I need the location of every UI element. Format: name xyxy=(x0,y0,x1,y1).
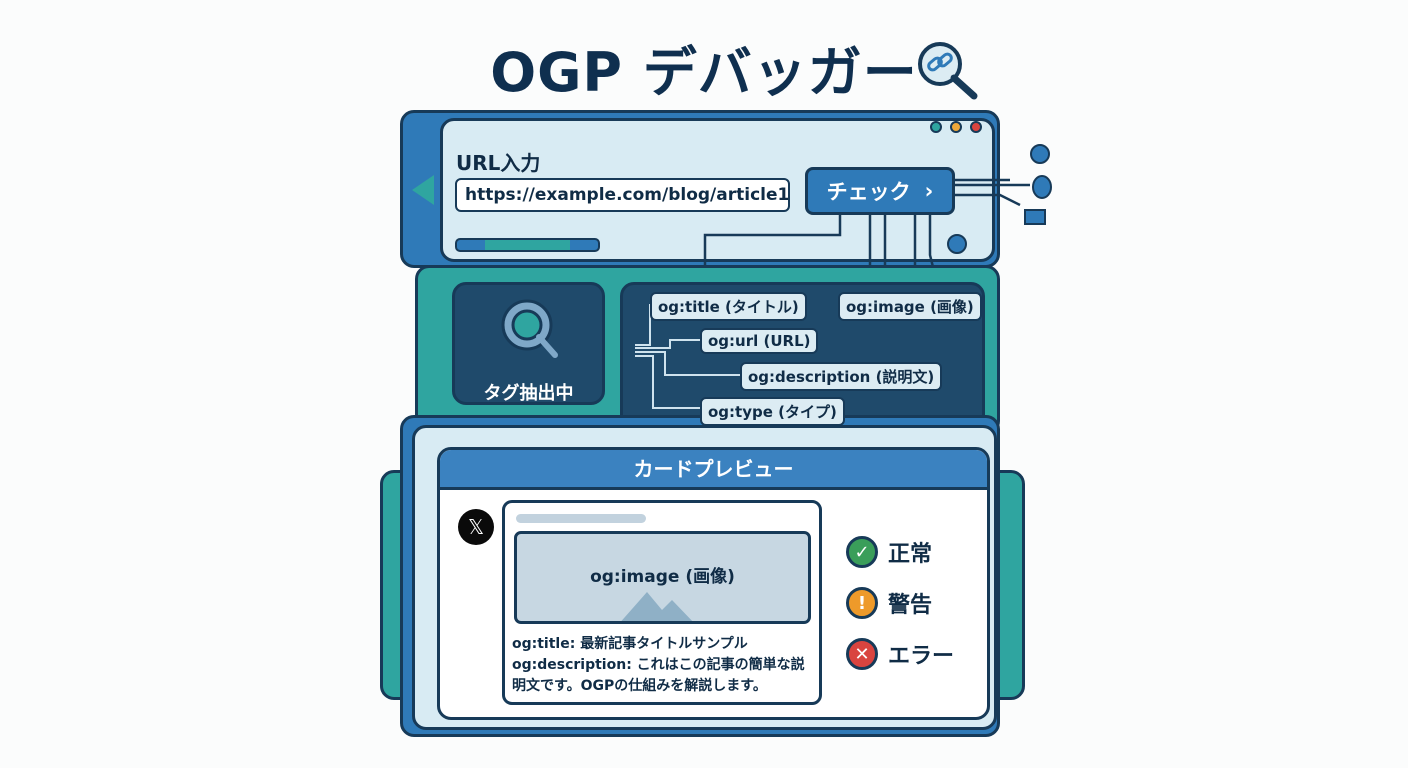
tag-og-type: og:type (タイプ) xyxy=(700,397,845,426)
status-legend: ✓ 正常 ! 警告 ✕ エラー xyxy=(846,536,954,670)
check-button-label: チェック xyxy=(826,180,911,204)
connector-lines xyxy=(703,144,1052,276)
gear-icon-small xyxy=(947,234,967,254)
placeholder-bar xyxy=(516,514,646,523)
folder-icon xyxy=(1024,209,1046,225)
og-image-label: og:image (画像) xyxy=(590,567,735,587)
status-error: ✕ エラー xyxy=(846,638,954,670)
status-warning-label: 警告 xyxy=(888,593,933,618)
mountain-icon xyxy=(621,592,693,621)
social-card: og:image (画像) og:title: 最新記事タイトルサンプル og:… xyxy=(502,500,822,705)
og-title-line: og:title: 最新記事タイトルサンプル xyxy=(512,636,748,652)
url-input[interactable]: https://example.com/blog/article1 xyxy=(455,178,790,212)
check-icon: ✓ xyxy=(846,536,878,568)
og-image-placeholder: og:image (画像) xyxy=(514,531,811,624)
error-icon: ✕ xyxy=(846,638,878,670)
status-error-label: エラー xyxy=(888,644,955,669)
window-dot-green[interactable] xyxy=(930,121,942,133)
progress-bar xyxy=(455,238,600,252)
extract-label: タグ抽出中 xyxy=(483,383,574,404)
gear-icon xyxy=(1030,144,1050,164)
chevron-right-icon: › xyxy=(924,179,934,203)
database-icon xyxy=(1032,175,1052,199)
tag-og-description: og:description (説明文) xyxy=(740,362,943,391)
card-preview-header: カードプレビュー xyxy=(440,450,987,490)
tag-tree-lines xyxy=(635,304,745,409)
tag-og-url: og:url (URL) xyxy=(700,328,819,354)
warning-icon: ! xyxy=(846,587,878,619)
window-dot-yellow[interactable] xyxy=(950,121,962,133)
tag-og-image: og:image (画像) xyxy=(838,292,982,321)
status-ok-label: 正常 xyxy=(888,542,933,567)
window-controls xyxy=(930,121,982,133)
title-text: OGP デバッガー xyxy=(490,41,918,104)
extract-status-panel: タグ抽出中 xyxy=(452,282,605,405)
status-warning: ! 警告 xyxy=(846,587,954,619)
status-ok: ✓ 正常 xyxy=(846,536,954,568)
page-title: OGP デバッガー xyxy=(0,28,1408,107)
link-magnifier-icon xyxy=(918,42,978,100)
tag-og-title: og:title (タイトル) xyxy=(650,292,807,321)
check-button[interactable]: チェック › xyxy=(805,167,955,215)
window-dot-red[interactable] xyxy=(970,121,982,133)
gear-magnifier-icon xyxy=(501,299,558,358)
og-description-line: og:description: これはこの記事の簡単な説明文です。OGPの仕組み… xyxy=(512,657,805,694)
x-logo-icon: 𝕏 xyxy=(458,509,494,545)
url-label: URL入力 xyxy=(456,151,541,175)
